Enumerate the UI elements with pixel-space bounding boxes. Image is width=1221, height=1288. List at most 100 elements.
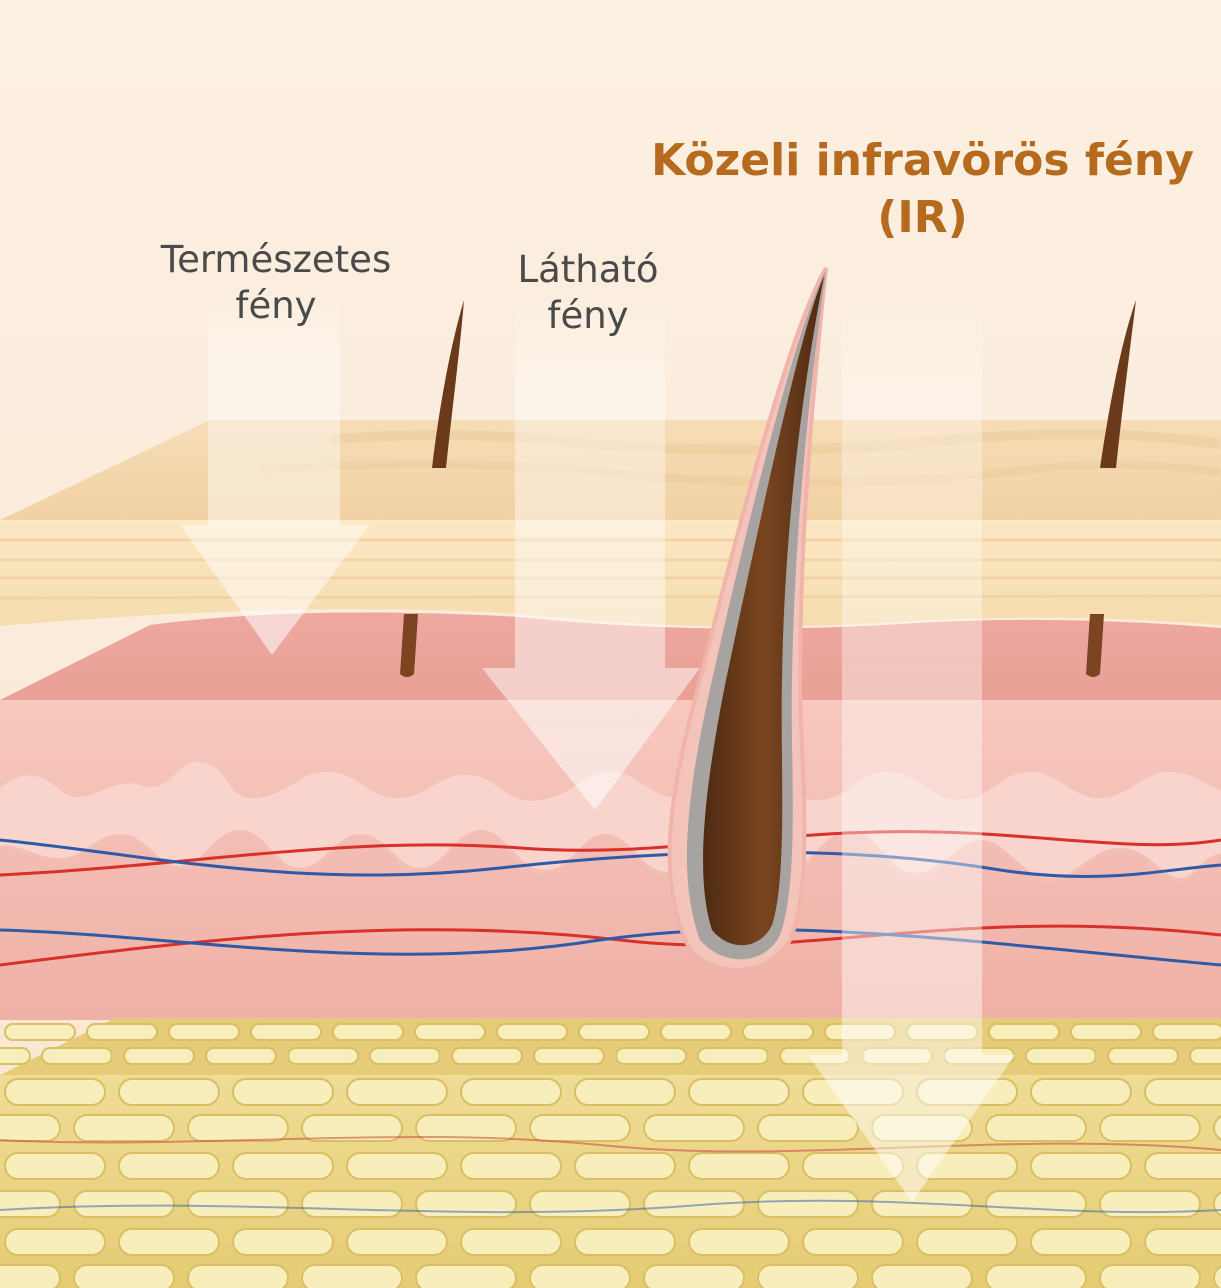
fat-cell <box>301 1114 403 1142</box>
fat-cell <box>4 1023 76 1041</box>
fat-cell <box>916 1228 1018 1256</box>
visible-light-label-line2: fény <box>547 294 629 338</box>
visible-light-label-line1: Látható <box>517 248 659 291</box>
visible-light-label: Látható fény <box>478 247 698 340</box>
fat-cell <box>1144 1078 1221 1106</box>
fat-cell <box>301 1264 403 1288</box>
fat-cell <box>1025 1047 1097 1065</box>
near-ir-label-line1: Közeli infravörös fény <box>651 135 1194 186</box>
fat-cell <box>1189 1047 1221 1065</box>
fat-cell <box>802 1228 904 1256</box>
fat-cell <box>1144 1228 1221 1256</box>
fat-cell <box>369 1047 441 1065</box>
fat-cell <box>574 1078 676 1106</box>
fat-cell <box>0 1264 61 1288</box>
fat-cell <box>529 1264 631 1288</box>
fat-cell <box>1099 1264 1201 1288</box>
fat-cell <box>187 1190 289 1218</box>
hair-small-right <box>1086 300 1136 677</box>
fat-cell <box>118 1228 220 1256</box>
fat-cell <box>73 1190 175 1218</box>
fat-cell <box>985 1190 1087 1218</box>
fat-cell <box>574 1152 676 1180</box>
fat-cell <box>451 1047 523 1065</box>
fat-cell <box>985 1114 1087 1142</box>
natural-light-arrow <box>180 290 370 655</box>
fat-cell <box>187 1264 289 1288</box>
fat-cell <box>0 1190 61 1218</box>
fat-cell <box>643 1114 745 1142</box>
fat-cell <box>86 1023 158 1041</box>
fat-cell <box>660 1023 732 1041</box>
fat-cell <box>688 1078 790 1106</box>
fat-cell <box>460 1228 562 1256</box>
natural-light-label: Természetes fény <box>136 237 416 330</box>
fat-cell <box>757 1114 859 1142</box>
fat-cell <box>118 1078 220 1106</box>
fat-cell <box>574 1228 676 1256</box>
fat-cell <box>1152 1023 1221 1041</box>
fat-cell <box>346 1078 448 1106</box>
fat-cell <box>73 1264 175 1288</box>
fat-cell <box>301 1190 403 1218</box>
fat-cell <box>205 1047 277 1065</box>
fat-cell <box>232 1078 334 1106</box>
fat-cell <box>414 1023 486 1041</box>
fat-cell <box>4 1152 106 1180</box>
fat-cell <box>1030 1078 1132 1106</box>
fat-cell <box>332 1023 404 1041</box>
fat-cell <box>643 1264 745 1288</box>
fat-cell <box>41 1047 113 1065</box>
fat-cell <box>415 1114 517 1142</box>
fat-cell <box>250 1023 322 1041</box>
fat-cell <box>1070 1023 1142 1041</box>
fat-cell <box>0 1114 61 1142</box>
visible-light-arrow <box>482 290 700 810</box>
fat-cell <box>643 1190 745 1218</box>
fat-cell <box>4 1078 106 1106</box>
fat-cell <box>757 1264 859 1288</box>
fat-cell <box>742 1023 814 1041</box>
fat-cell <box>232 1228 334 1256</box>
fat-cell <box>496 1023 568 1041</box>
fat-cell <box>0 1047 31 1065</box>
fat-cell <box>118 1152 220 1180</box>
near-ir-label-line2: (IR) <box>877 192 968 244</box>
fat-cell <box>1030 1228 1132 1256</box>
fat-cell <box>1213 1115 1221 1141</box>
fat-cell <box>1107 1047 1179 1065</box>
fat-cell <box>615 1047 687 1065</box>
fat-cell <box>529 1190 631 1218</box>
fat-cell <box>460 1152 562 1180</box>
fat-cell <box>187 1114 289 1142</box>
fat-cell <box>688 1228 790 1256</box>
fat-cell <box>871 1264 973 1288</box>
fat-cell <box>1099 1114 1201 1142</box>
fat-cell <box>529 1114 631 1142</box>
fat-cell <box>232 1152 334 1180</box>
fat-cell <box>73 1114 175 1142</box>
natural-light-label-line2: fény <box>235 284 317 328</box>
subcutaneous-fat-layer <box>0 1018 1221 1288</box>
fat-cell <box>1213 1265 1221 1288</box>
fat-cell <box>168 1023 240 1041</box>
fat-cell <box>985 1264 1087 1288</box>
fat-cell <box>697 1047 769 1065</box>
fat-cell <box>1099 1190 1201 1218</box>
fat-cell <box>346 1152 448 1180</box>
fat-cell <box>1030 1152 1132 1180</box>
fat-cell <box>533 1047 605 1065</box>
fat-cell <box>757 1190 859 1218</box>
fat-cell <box>287 1047 359 1065</box>
fat-cell <box>688 1152 790 1180</box>
fat-cell <box>123 1047 195 1065</box>
fat-cell <box>4 1228 106 1256</box>
fat-cell <box>346 1228 448 1256</box>
near-ir-label: Közeli infravörös fény (IR) <box>650 132 1195 246</box>
near-ir-light-arrow <box>808 285 1015 1202</box>
fat-cell <box>415 1264 517 1288</box>
fat-cell <box>578 1023 650 1041</box>
hair-small-left <box>400 300 464 677</box>
hair-follicle-large <box>667 266 828 972</box>
